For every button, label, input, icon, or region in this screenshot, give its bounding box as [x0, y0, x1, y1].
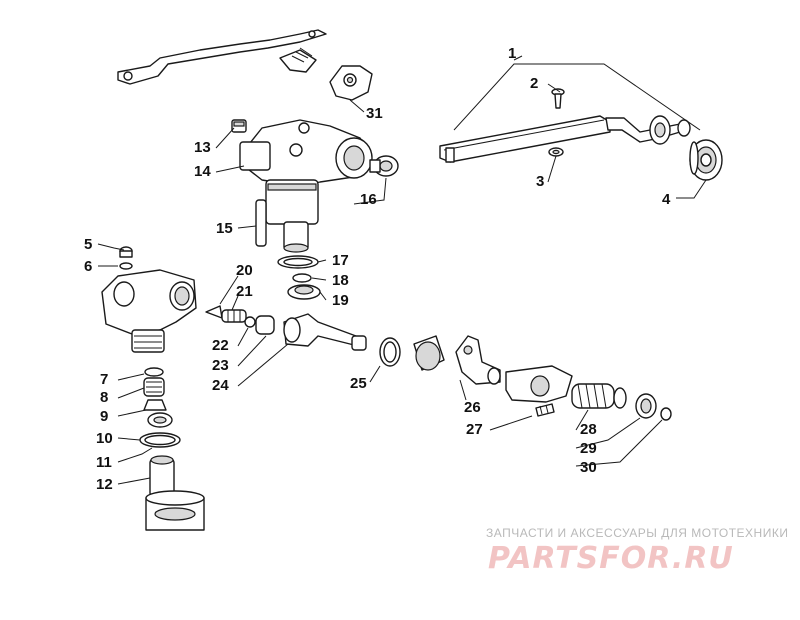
- callout-10: 10: [96, 430, 113, 447]
- washer-3: [548, 147, 564, 157]
- pump-body: [239, 119, 373, 253]
- callout-11: 11: [96, 454, 112, 471]
- callout-27: 27: [466, 421, 483, 438]
- cap-13: [231, 119, 247, 133]
- callout-12: 12: [96, 476, 113, 493]
- spring-28: [571, 383, 627, 409]
- callout-20: 20: [236, 262, 253, 279]
- callout-18: 18: [332, 272, 349, 289]
- watermark-tagline: ЗАПЧАСТИ И АКСЕССУАРЫ ДЛЯ МОТОТЕХНИКИ: [486, 526, 788, 540]
- callout-25: 25: [350, 375, 367, 392]
- callout-21: 21: [236, 283, 253, 300]
- callout-7: 7: [100, 371, 108, 388]
- callout-29: 29: [580, 440, 597, 457]
- linkage-lever: [117, 29, 327, 85]
- ring-29: [635, 393, 657, 419]
- bolt-27: [535, 403, 555, 417]
- seal-rings-17-19: [277, 255, 321, 300]
- callout-9: 9: [100, 408, 108, 425]
- rail-assembly: [439, 115, 691, 163]
- bushing: [413, 335, 445, 371]
- callout-13: 13: [194, 139, 211, 156]
- callout-numbers: 1 2 3 4 5 6 7 8 9 10 11 12 13 14 15 16 1…: [84, 45, 671, 493]
- callout-2: 2: [530, 75, 538, 92]
- callout-4: 4: [662, 191, 671, 208]
- callout-30: 30: [580, 459, 597, 476]
- callout-28: 28: [580, 421, 597, 438]
- stack-7-12: [139, 367, 205, 531]
- callout-22: 22: [212, 337, 229, 354]
- callout-31: 31: [366, 105, 383, 122]
- lever-26: [455, 335, 501, 385]
- clip-30: [660, 407, 672, 421]
- housing-right: [505, 365, 573, 403]
- callout-8: 8: [100, 389, 108, 406]
- pulley-4: [689, 139, 723, 181]
- fitting-16: [369, 155, 399, 177]
- callout-15: 15: [216, 220, 233, 237]
- watermark-logo: PARTSFOR.RU: [488, 541, 734, 576]
- callout-5: 5: [84, 236, 92, 253]
- leader-lines: [97, 55, 707, 485]
- callout-26: 26: [464, 399, 481, 416]
- callout-6: 6: [84, 258, 92, 275]
- left-housing: [101, 269, 197, 353]
- callout-3: 3: [536, 173, 544, 190]
- callout-14: 14: [194, 163, 211, 180]
- plug-5: [119, 246, 133, 258]
- callout-1: 1: [508, 45, 516, 62]
- pin-15: [255, 199, 267, 247]
- callout-17: 17: [332, 252, 349, 269]
- screw-2: [551, 88, 565, 109]
- bracket-31: [329, 65, 373, 101]
- watermark: ЗАПЧАСТИ И АКСЕССУАРЫ ДЛЯ МОТОТЕХНИКИ PA…: [486, 526, 788, 576]
- callout-23: 23: [212, 357, 229, 374]
- callout-16: 16: [360, 191, 377, 208]
- oring-6: [119, 262, 133, 270]
- callout-19: 19: [332, 292, 349, 309]
- callout-24: 24: [212, 377, 229, 394]
- shaft-parts-20-25: [205, 305, 401, 367]
